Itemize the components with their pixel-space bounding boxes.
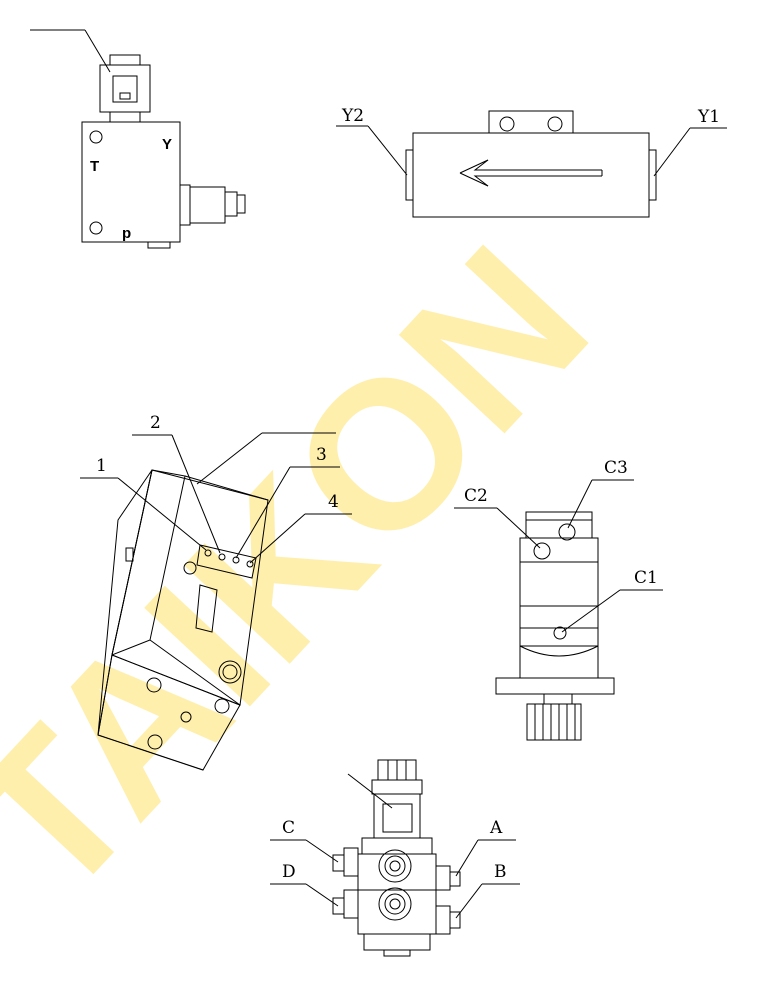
coil-leader bbox=[347, 773, 393, 809]
direction-arrow-icon bbox=[473, 159, 602, 171]
valve-body bbox=[81, 121, 181, 243]
label-c3: C3 bbox=[604, 458, 628, 478]
callout-1: 1 bbox=[96, 456, 107, 476]
motor-shaft bbox=[526, 703, 582, 741]
valve-block bbox=[30, 29, 246, 249]
valve-section-upper bbox=[357, 853, 437, 891]
solenoid-coil-icon bbox=[109, 54, 141, 66]
label-d: D bbox=[282, 862, 296, 882]
port-label-p: p bbox=[122, 225, 131, 242]
callout-4: 4 bbox=[328, 492, 339, 512]
c2-port-hole bbox=[533, 542, 551, 560]
label-b: B bbox=[494, 862, 507, 882]
label-y2: Y2 bbox=[341, 106, 364, 126]
valve-section-lower bbox=[357, 889, 437, 935]
callout-3: 3 bbox=[316, 445, 327, 465]
coil-window bbox=[382, 803, 413, 833]
control-box bbox=[80, 432, 352, 771]
label-c1: C1 bbox=[634, 568, 658, 588]
port-label-y: Y bbox=[162, 136, 172, 153]
watermark: TAIKON bbox=[0, 203, 631, 941]
label-a: A bbox=[489, 818, 503, 838]
hose-fitting-icon bbox=[189, 186, 226, 224]
directional-valve bbox=[270, 759, 520, 957]
pilot-valve-body bbox=[412, 132, 650, 218]
label-c: C bbox=[282, 818, 295, 838]
port-hole-icon bbox=[89, 130, 103, 144]
c1-port-hole bbox=[553, 626, 567, 640]
c3-port-hole bbox=[558, 523, 576, 541]
port-label-t: T bbox=[90, 158, 99, 175]
motor bbox=[454, 479, 663, 741]
label-c2: C2 bbox=[464, 486, 488, 506]
pilot-valve bbox=[336, 110, 727, 218]
watermark-text: TAIKON bbox=[0, 203, 631, 941]
callout-2: 2 bbox=[150, 413, 161, 433]
label-y1: Y1 bbox=[697, 107, 720, 127]
